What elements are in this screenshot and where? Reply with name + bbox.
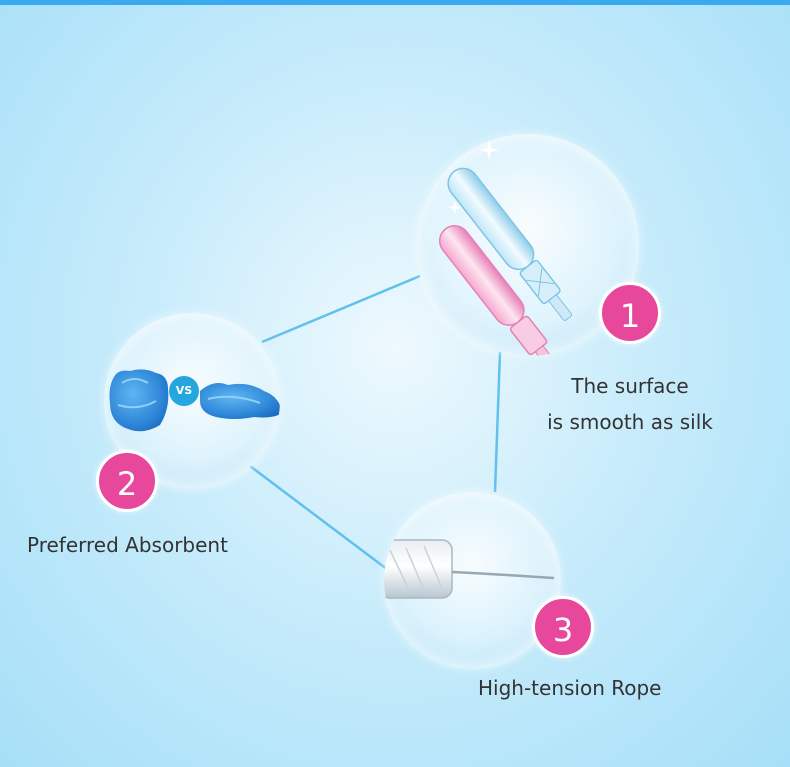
feature-number-badge-2: 2 [96, 450, 158, 512]
feature-bubble-rope [384, 492, 561, 669]
absorbent-core-left [109, 369, 169, 432]
feature-number-badge-3: 3 [532, 596, 594, 658]
tampon-applicator-icon [438, 140, 573, 356]
feature-caption-absorbent: Preferred Absorbent [27, 533, 228, 557]
feature-caption-surface-line-2: is smooth as silk [547, 410, 713, 434]
connector-line-1-2 [261, 274, 421, 344]
string-rope-icon [384, 539, 555, 599]
feature-caption-surface-line-1: The surface [571, 374, 689, 398]
connector-line-2-3 [249, 465, 389, 571]
feature-number-badge-1: 1 [599, 282, 661, 344]
rope-core [384, 539, 453, 599]
vs-badge: VS [169, 376, 199, 406]
connector-line-1-3 [493, 351, 502, 493]
rope-string [451, 570, 555, 580]
absorbent-core-right [200, 383, 280, 419]
feature-caption-surface: The surface is smooth as silk [540, 368, 720, 440]
feature-caption-rope: High-tension Rope [478, 676, 662, 700]
absorbent-core-icon [109, 369, 280, 432]
top-band [0, 0, 790, 5]
